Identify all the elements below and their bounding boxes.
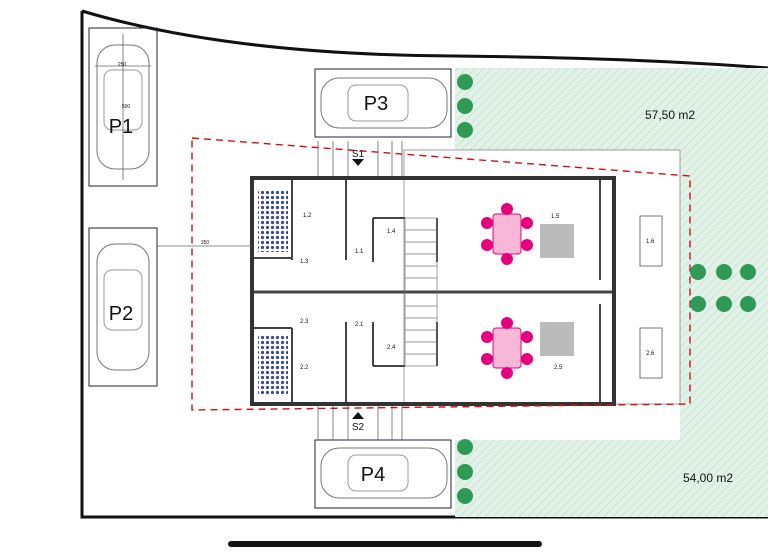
- section-marker-s1: [352, 159, 364, 166]
- parking-label-p2: P2: [109, 303, 133, 325]
- room-label-2-5: 2.5: [554, 365, 563, 371]
- parking-label-p3: P3: [364, 93, 388, 115]
- room-label-2-4: 2.4: [387, 345, 396, 351]
- dimension-offset: 350: [201, 240, 210, 246]
- room-label-2-1: 2.1: [355, 322, 364, 328]
- bathroom-tiles-1: [258, 190, 288, 252]
- garden-top-lawn: [455, 68, 768, 150]
- parking-label-p4: P4: [361, 464, 385, 486]
- garden-right-lawn: [680, 150, 768, 440]
- room-label-1-1: 1.1: [355, 249, 364, 255]
- home-indicator[interactable]: [228, 541, 542, 547]
- trees-right: [690, 264, 756, 312]
- dining-set-2: [481, 317, 533, 379]
- walkway-top: [317, 141, 403, 178]
- walkway-bottom: [317, 404, 403, 440]
- room-label-1-5: 1.5: [551, 214, 560, 220]
- stairs: [404, 217, 438, 367]
- terrace-outline: [403, 149, 681, 405]
- house-walls: [250, 176, 616, 406]
- parking-p2: [88, 227, 158, 387]
- trees-top: [457, 74, 473, 138]
- parking-p4: [314, 439, 452, 509]
- section-label-s1: S1: [352, 149, 365, 160]
- dining-set-1: [481, 203, 533, 265]
- garden-bottom-lawn: [455, 440, 768, 517]
- room-label-1-4: 1.4: [387, 229, 396, 235]
- dimension-p1-width: 250: [118, 62, 127, 68]
- parking-p3: [314, 68, 452, 138]
- trees-bottom: [457, 439, 473, 504]
- interior-walls: [254, 180, 612, 402]
- room-label-1-2: 1.2: [303, 213, 312, 219]
- parking-p1: [88, 27, 158, 187]
- coffee-table-2: [540, 322, 574, 356]
- garden-area-bottom: 54,00 m2: [683, 471, 733, 485]
- outdoor-table-1: [639, 215, 663, 267]
- room-label-2-2: 2.2: [300, 365, 309, 371]
- room-label-2-3: 2.3: [300, 319, 309, 325]
- dimension-p1-length: 500: [122, 104, 131, 110]
- room-label-1-6: 1.6: [646, 239, 655, 245]
- coffee-table-1: [540, 224, 574, 258]
- parking-label-p1: P1: [109, 116, 133, 138]
- bathroom-tiles-2: [258, 334, 288, 396]
- section-marker-s2: [352, 412, 364, 419]
- room-label-2-6: 2.6: [646, 351, 655, 357]
- garden-area-top: 57,50 m2: [645, 108, 695, 122]
- room-label-1-3: 1.3: [300, 259, 309, 265]
- section-label-s2: S2: [352, 422, 365, 433]
- outdoor-table-2: [639, 327, 663, 379]
